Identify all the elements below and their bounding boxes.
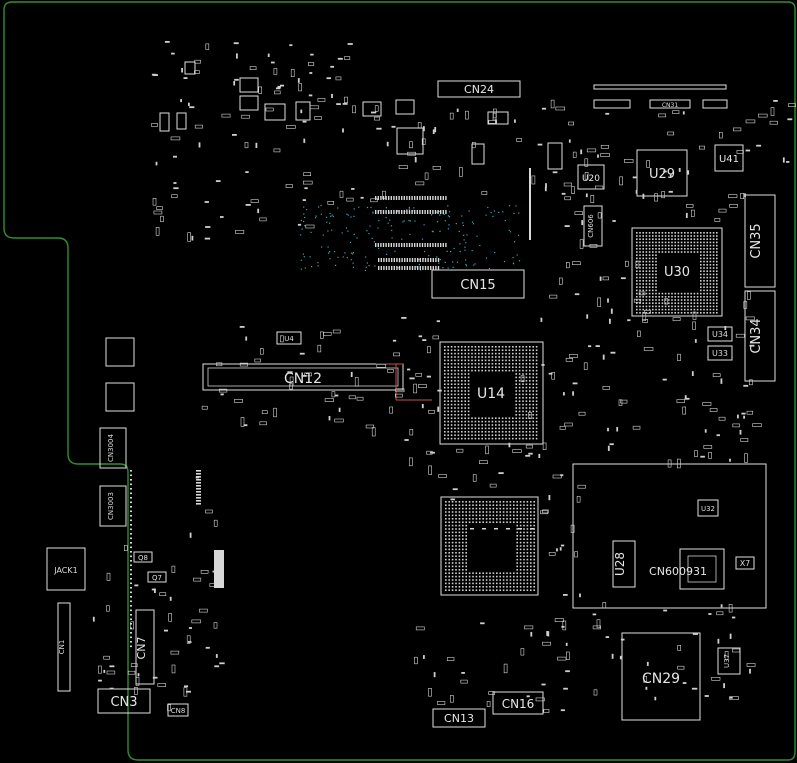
q7-label: Q7: [152, 574, 162, 582]
u28-label: U28: [613, 552, 627, 576]
lower-ball-grid: [445, 501, 535, 591]
q8-label: Q8: [138, 554, 148, 562]
cn13-label: CN13: [444, 712, 474, 725]
chip-u32[interactable]: U32: [697, 499, 719, 517]
u20-label: U20: [582, 174, 600, 184]
connector-cn606[interactable]: CN606: [583, 205, 603, 247]
cn24-label: CN24: [464, 83, 494, 96]
cn15-label: CN15: [460, 278, 495, 293]
cn3004-label: CN3004: [107, 433, 115, 461]
cn7-label: CN7: [135, 637, 148, 660]
chip-u41[interactable]: U41: [714, 144, 744, 172]
chip-qfp-cn600931[interactable]: CN600931: [649, 548, 725, 590]
u14-ball-grid: [444, 346, 538, 440]
cn35-label: CN35: [749, 223, 764, 258]
chip-u14-bga[interactable]: U14: [439, 341, 544, 445]
connector-cn8[interactable]: CN8: [167, 703, 189, 717]
chip-u4[interactable]: U4: [276, 331, 302, 345]
crystal-x7[interactable]: X7: [735, 556, 755, 570]
cn29-label: CN29: [642, 671, 680, 687]
x7-label: X7: [740, 559, 751, 568]
transistor-q8[interactable]: Q8: [133, 551, 153, 563]
cn34-label: CN34: [749, 318, 764, 353]
connector-cn24[interactable]: CN24: [437, 80, 521, 98]
chip-u33[interactable]: U33: [707, 345, 733, 361]
cn8-label: CN8: [171, 707, 186, 715]
u33-label: U33: [712, 349, 728, 358]
shield-frame-lower-right: [572, 463, 767, 609]
connector-cn3[interactable]: CN3: [97, 688, 151, 714]
chip-u28[interactable]: U28: [612, 540, 636, 588]
u32-label: U32: [701, 505, 715, 513]
cn3003-label: CN3003: [107, 492, 115, 520]
chip-u37[interactable]: U37: [717, 647, 741, 675]
cn31-label: CN31: [662, 102, 678, 109]
board-outline: [3, 1, 796, 761]
u41-label: U41: [719, 154, 739, 165]
small-parts-top-left: [159, 61, 563, 170]
u14-label: U14: [477, 386, 505, 402]
u4-label: U4: [284, 335, 294, 343]
connector-cn29[interactable]: CN29: [621, 632, 701, 721]
chip-u30-bga[interactable]: U30: [631, 227, 723, 317]
u37-label: U37: [723, 654, 731, 668]
connector-cn12[interactable]: CN12: [202, 363, 432, 401]
chip-u29[interactable]: U29: [636, 149, 688, 197]
u34-label: U34: [712, 330, 728, 339]
connector-cn35[interactable]: CN35: [744, 194, 776, 288]
connector-cn3003[interactable]: CN3003: [99, 485, 127, 527]
chip-u34[interactable]: U34: [707, 326, 733, 342]
chip-u20[interactable]: U20: [577, 164, 605, 190]
connector-cn13[interactable]: CN13: [432, 708, 486, 728]
audio-jack1[interactable]: JACK1: [46, 547, 86, 591]
cn16-label: CN16: [502, 697, 535, 711]
connector-cn34[interactable]: CN34: [744, 290, 776, 382]
u30-ball-grid: [636, 232, 718, 314]
transistor-q7[interactable]: Q7: [147, 571, 167, 583]
connector-cn7[interactable]: CN7: [135, 609, 155, 685]
cn1-label: CN1: [58, 640, 66, 655]
connector-strip-top: CN31: [593, 84, 728, 109]
connector-cn16[interactable]: CN16: [492, 691, 544, 715]
connector-cn15[interactable]: CN15: [431, 269, 525, 299]
connector-cn1[interactable]: CN1: [57, 602, 71, 692]
u29-label: U29: [649, 167, 675, 182]
u30-label: U30: [664, 265, 690, 280]
jack1-label: JACK1: [53, 566, 77, 575]
cn3-label: CN3: [110, 695, 137, 710]
passive-components: [92, 41, 796, 713]
chip-bga-lower[interactable]: [440, 496, 539, 596]
cn606-label: CN606: [587, 214, 595, 238]
connector-cn3004[interactable]: CN3004: [99, 427, 127, 469]
cn600931-label: CN600931: [649, 565, 707, 578]
cn12-label: CN12: [284, 371, 322, 387]
left-square-parts: [105, 337, 135, 412]
